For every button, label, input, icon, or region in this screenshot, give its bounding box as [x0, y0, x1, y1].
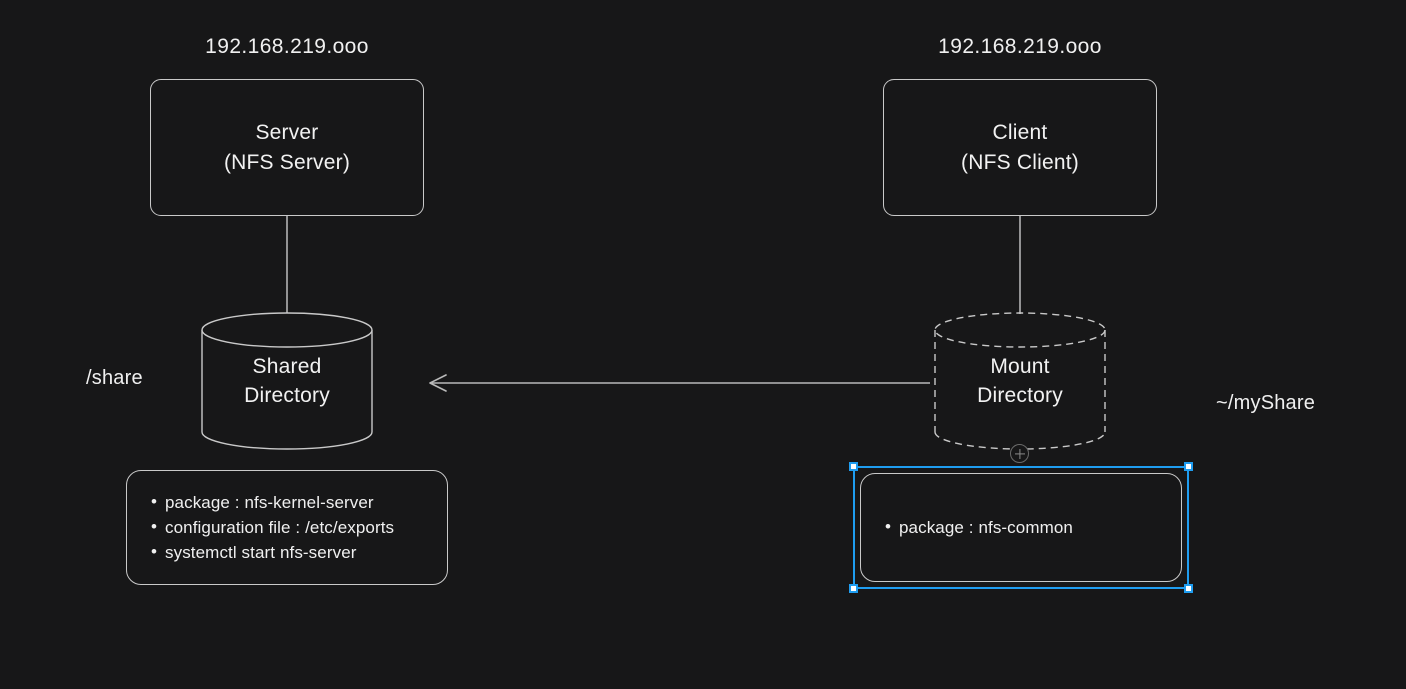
client-ip-label: 192.168.219.ooo: [938, 35, 1102, 58]
server-path-label: /share: [86, 367, 143, 389]
selection-handle-top-right[interactable]: [1184, 462, 1193, 471]
client-node-box[interactable]: Client (NFS Client): [883, 79, 1157, 216]
server-note-item: configuration file : /etc/exports: [151, 514, 447, 540]
server-notes-box[interactable]: package : nfs-kernel-server configuratio…: [126, 470, 448, 585]
server-node-box[interactable]: Server (NFS Server): [150, 79, 424, 216]
server-ip-label: 192.168.219.ooo: [205, 35, 369, 58]
mount-directory-cylinder[interactable]: [934, 312, 1106, 450]
client-note-item: package : nfs-common: [885, 514, 1181, 540]
server-node-label: Server (NFS Server): [223, 120, 351, 174]
shared-directory-cylinder[interactable]: [201, 312, 373, 450]
selection-handle-top-left[interactable]: [849, 462, 858, 471]
selection-handle-bottom-left[interactable]: [849, 584, 858, 593]
selection-handle-bottom-right[interactable]: [1184, 584, 1193, 593]
selection-rectangle[interactable]: [849, 462, 1193, 593]
add-node-plus-icon[interactable]: [1010, 444, 1029, 463]
client-notes-list: package : nfs-common: [861, 514, 1181, 540]
client-node-label: Client (NFS Client): [961, 120, 1079, 174]
server-notes-list: package : nfs-kernel-server configuratio…: [127, 489, 447, 565]
client-notes-box[interactable]: package : nfs-common: [860, 473, 1182, 582]
client-path-label: ~/myShare: [1216, 392, 1316, 414]
server-note-item: systemctl start nfs-server: [151, 539, 447, 565]
server-note-item: package : nfs-kernel-server: [151, 489, 447, 515]
mount-to-share-arrow[interactable]: [429, 374, 930, 392]
